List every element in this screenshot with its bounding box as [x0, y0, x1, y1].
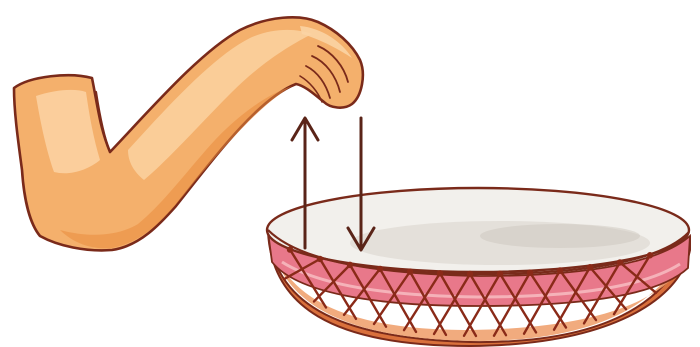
lacing-peg	[557, 267, 563, 273]
lacing-peg	[407, 268, 413, 274]
lacing-peg	[587, 264, 593, 270]
lacing-peg	[647, 252, 653, 258]
lacing-peg	[377, 266, 383, 272]
drum	[267, 188, 690, 346]
lacing-peg	[497, 271, 503, 277]
lacing-peg	[617, 259, 623, 265]
lacing-peg	[317, 256, 323, 262]
drum-head-shadow-2	[480, 224, 640, 248]
lacing-peg	[437, 270, 443, 276]
lacing-peg	[527, 269, 533, 275]
lacing-peg	[287, 246, 293, 252]
lacing-peg	[467, 271, 473, 277]
lacing-peg	[347, 262, 353, 268]
